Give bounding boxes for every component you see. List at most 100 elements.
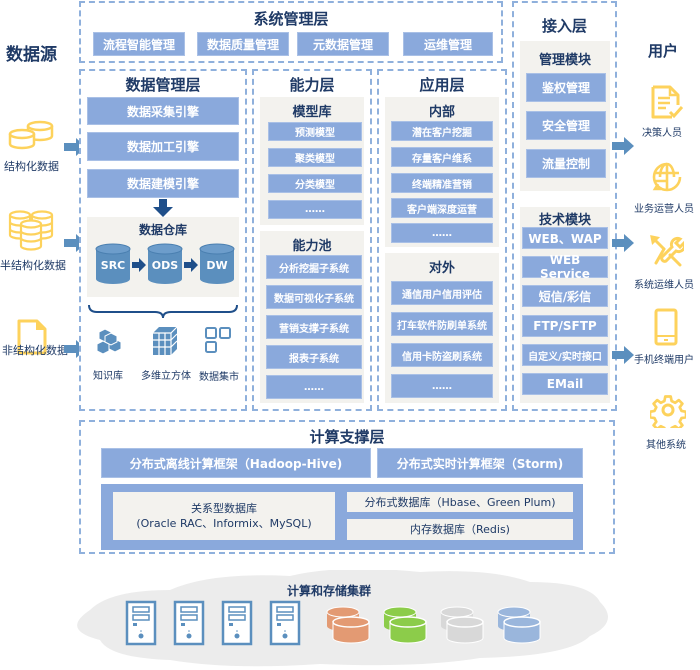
database-ods-icon [147,243,183,284]
output-knowledge-base: 知识库 [93,371,123,382]
system-management-layer: 系统管理层 流程智能管理 数据质量管理 元数据管理 运维管理 [79,1,503,63]
relational-db[interactable]: 关系型数据库 (Oracle RAC、Informix、MySQL) [113,492,335,540]
tech-item[interactable]: EMail [522,373,608,395]
external-title: 对外 [428,261,455,276]
model-lib-title: 模型库 [292,105,332,120]
access-layer-title: 接入层 [541,17,587,35]
system-item-metadata[interactable]: 元数据管理 [297,32,389,56]
data-layer-title: 数据管理层 [125,76,201,94]
server-icon [125,600,157,646]
database-stack-icon [8,210,54,251]
data-management-layer: 数据管理层 数据采集引擎 数据加工引擎 数据建模引擎 数据仓库 SRC ODS … [79,69,247,411]
pool-item[interactable]: …… [266,375,362,399]
report-check-icon [651,85,684,119]
stage-src: SRC [100,259,126,272]
warehouse-title: 数据仓库 [138,223,187,237]
tech-item[interactable]: WEB、WAP [522,227,608,249]
system-item-quality[interactable]: 数据质量管理 [197,32,289,56]
external-item[interactable]: 信用卡防盗刷系统 [391,343,493,367]
server-icon [221,600,253,646]
databases-container: 关系型数据库 (Oracle RAC、Informix、MySQL) 分布式数据… [101,484,583,550]
user-label-decision: 决策人员 [642,128,682,139]
source-label-unstructured: 非结构化数据 [2,344,68,357]
internal-item[interactable]: 终端精准营销 [391,173,493,193]
pool-item[interactable]: 分析挖掘子系统 [266,255,362,279]
access-layer: 接入层 管理模块 鉴权管理 安全管理 流量控制 技术模块 WEB、WAP WEB… [512,1,617,411]
capability-layer-title: 能力层 [289,76,335,94]
tech-title: 技术模块 [538,213,591,228]
pool-item[interactable]: 营销支撑子系统 [266,315,362,339]
model-item[interactable]: …… [268,200,362,219]
internal-item[interactable]: 潜在客户挖掘 [391,121,493,141]
realtime-framework[interactable]: 分布式实时计算框架（Storm) [377,448,583,478]
model-item[interactable]: 预测模型 [268,122,362,141]
tech-item[interactable]: 短信/彩信 [522,285,608,307]
user-label-mobile: 手机终端用户 [634,355,694,366]
mgmt-item[interactable]: 安全管理 [526,111,606,140]
user-label-operations: 业务运营人员 [634,204,694,215]
tech-item[interactable]: WEB Service [522,253,608,281]
arrow-right-icon [132,258,146,272]
offline-framework[interactable]: 分布式离线计算框架（Hadoop-Hive) [101,448,371,478]
internal-item[interactable]: 存量客户维系 [391,147,493,167]
model-item[interactable]: 分类模型 [268,174,362,193]
curly-brace-icon [88,304,238,319]
grid-squares-icon [205,327,231,353]
mgmt-item[interactable]: 流量控制 [526,149,606,178]
internal-item[interactable]: …… [391,223,493,243]
storage-row [300,604,560,644]
relational-db-name: 关系型数据库 [191,502,257,515]
arrow-right-icon [612,137,634,155]
gear-icon [650,395,686,428]
internal-title: 内部 [428,105,455,120]
external-item[interactable]: 打车软件防刷单系统 [391,312,493,336]
application-layer: 应用层 内部 潜在客户挖掘 存量客户维系 终端精准营销 客户端深度运营 …… 对… [377,69,507,411]
system-item-process[interactable]: 流程智能管理 [93,32,185,56]
system-item-ops[interactable]: 运维管理 [403,32,493,56]
compute-layer-title: 计算支撑层 [309,428,385,446]
document-icon [17,319,47,355]
wrench-screwdriver-icon [650,235,684,267]
app-layer-title: 应用层 [419,76,465,94]
model-item[interactable]: 聚类模型 [268,148,362,167]
arrow-right-icon [612,234,634,252]
stage-ods: ODS [151,259,179,272]
distributed-db[interactable]: 分布式数据库（Hbase、Green Plum) [347,492,573,512]
tech-item[interactable]: FTP/SFTP [522,315,608,337]
data-sources-column: 数据源 [0,30,75,370]
arrow-right-icon [612,346,634,364]
output-data-mart: 数据集市 [199,372,239,383]
server-icon [173,600,205,646]
engine-process[interactable]: 数据加工引擎 [87,132,239,161]
engine-model[interactable]: 数据建模引擎 [87,169,239,198]
memory-db[interactable]: 内存数据库（Redis) [347,519,573,540]
database-icon [8,120,54,150]
pool-title: 能力池 [292,239,332,254]
rubik-cube-icon [153,326,178,355]
pool-item[interactable]: 数据可视化子系统 [266,285,362,309]
pool-item[interactable]: 报表子系统 [266,345,362,369]
storage-database-icon [383,606,427,644]
external-item[interactable]: …… [391,374,493,398]
internal-item[interactable]: 客户端深度运营 [391,198,493,218]
external-item[interactable]: 通信用户信用评估 [391,281,493,305]
data-warehouse-panel: 数据仓库 SRC ODS DW [87,217,239,297]
storage-database-icon [440,606,484,644]
mgmt-title: 管理模块 [538,53,591,68]
relational-db-products: (Oracle RAC、Informix、MySQL) [136,517,312,530]
source-label-structured: 结构化数据 [4,160,59,173]
mgmt-item[interactable]: 鉴权管理 [526,73,606,102]
storage-database-icon [326,606,370,644]
arrow-down-icon [153,199,173,217]
engine-collect[interactable]: 数据采集引擎 [87,97,239,125]
management-module-panel: 管理模块 鉴权管理 安全管理 流量控制 [520,41,610,191]
internal-panel: 内部 潜在客户挖掘 存量客户维系 终端精准营销 客户端深度运营 …… [385,97,499,247]
tech-module-panel: 技术模块 WEB、WAP WEB Service 短信/彩信 FTP/SFTP … [520,207,610,403]
mobile-phone-icon [654,308,678,346]
user-label-other-systems: 其他系统 [646,440,686,451]
system-layer-title: 系统管理层 [253,10,329,28]
capability-layer: 能力层 模型库 预测模型 聚类模型 分类模型 …… 能力池 分析挖掘子系统 数据… [252,69,372,411]
tech-item[interactable]: 自定义/实时接口 [522,344,608,366]
user-label-sysadmin: 系统运维人员 [634,280,694,291]
capability-pool-panel: 能力池 分析挖掘子系统 数据可视化子系统 营销支撑子系统 报表子系统 …… [260,231,364,403]
